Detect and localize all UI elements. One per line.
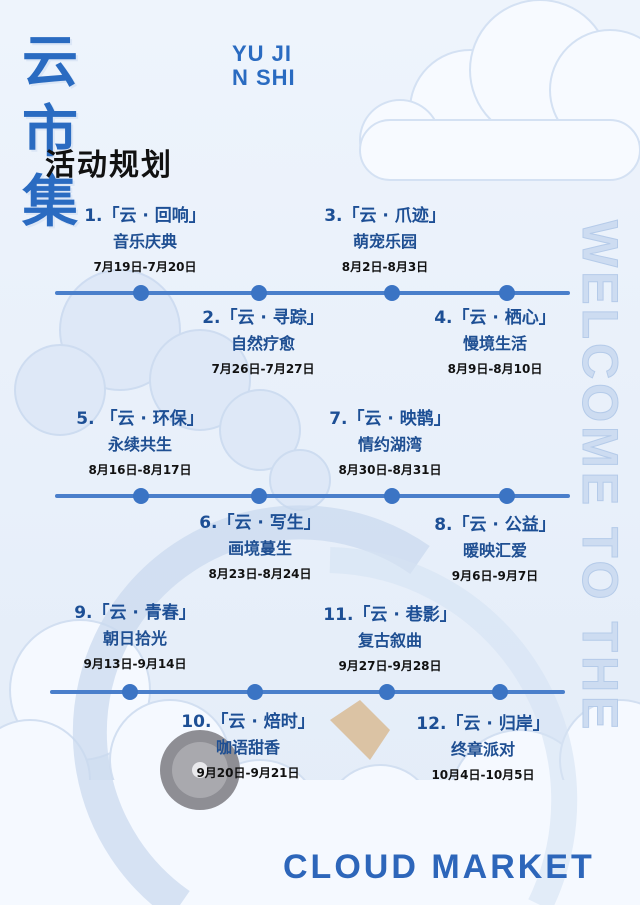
event-5: 5. 「云 · 环保」 永续共生 8月16日-8月17日: [55, 408, 225, 478]
timeline-dot: [247, 684, 263, 700]
event-theme: 慢境生活: [462, 334, 527, 353]
event-date: 9月20日-9月21日: [196, 766, 300, 780]
event-name: 11.「云 · 巷影」: [323, 605, 457, 625]
timeline-dot: [122, 684, 138, 700]
timeline-dot: [384, 488, 400, 504]
page-title: 活动规划: [45, 148, 173, 183]
event-name: 1.「云 · 回响」: [84, 206, 206, 226]
event-date: 7月26日-7月27日: [211, 362, 315, 376]
logo-title: 云市集: [22, 30, 80, 235]
event-date: 9月6日-9月7日: [451, 569, 539, 583]
event-name: 9.「云 · 青春」: [74, 603, 196, 623]
footer-title: CLOUD MARKET: [283, 848, 595, 886]
event-theme: 咖语甜香: [215, 738, 280, 757]
event-date: 8月2日-8月3日: [341, 260, 429, 274]
event-theme: 自然疗愈: [230, 334, 295, 353]
event-11: 11.「云 · 巷影」 复古叙曲 9月27日-9月28日: [305, 604, 475, 674]
event-theme: 画境蔓生: [227, 539, 292, 558]
event-7: 7.「云 · 映鹊」 情约湖湾 8月30日-8月31日: [305, 408, 475, 478]
logo-subtitle: YU JI N SHI: [232, 42, 296, 90]
event-name: 2.「云 · 寻踪」: [202, 308, 324, 328]
event-name: 12.「云 · 归岸」: [416, 714, 550, 734]
event-name: 4.「云 · 栖心」: [434, 308, 556, 328]
event-date: 9月13日-9月14日: [83, 657, 187, 671]
logo-sub-line-1: YU JI: [232, 41, 293, 66]
event-1: 1.「云 · 回响」 音乐庆典 7月19日-7月20日: [60, 205, 230, 275]
event-theme: 暖映汇爱: [462, 541, 527, 560]
event-date: 9月27日-9月28日: [338, 659, 442, 673]
timeline-dot: [499, 488, 515, 504]
timeline-dot: [379, 684, 395, 700]
timeline-dot: [251, 488, 267, 504]
event-date: 8月30日-8月31日: [338, 463, 442, 477]
side-welcome-text: WELCOME TO THE: [572, 219, 629, 734]
timeline-3: [50, 690, 565, 694]
timeline-dot: [251, 285, 267, 301]
event-name: 7.「云 · 映鹊」: [329, 409, 451, 429]
event-date: 8月23日-8月24日: [208, 567, 312, 581]
event-name: 10.「云 · 焙时」: [181, 712, 315, 732]
event-theme: 终章派对: [450, 740, 515, 759]
timeline-2: [55, 494, 570, 498]
timeline-dot: [133, 488, 149, 504]
timeline-dot: [384, 285, 400, 301]
timeline-dot: [492, 684, 508, 700]
event-date: 7月19日-7月20日: [93, 260, 197, 274]
event-name: 6.「云 · 写生」: [199, 513, 321, 533]
timeline-1: [55, 291, 570, 295]
event-name: 5. 「云 · 环保」: [76, 409, 204, 429]
event-date: 10月4日-10月5日: [431, 768, 535, 782]
event-3: 3.「云 · 爪迹」 萌宠乐园 8月2日-8月3日: [300, 205, 470, 275]
event-date: 8月9日-8月10日: [447, 362, 543, 376]
event-date: 8月16日-8月17日: [88, 463, 192, 477]
event-9: 9.「云 · 青春」 朝日拾光 9月13日-9月14日: [50, 602, 220, 672]
event-6: 6.「云 · 写生」 画境蔓生 8月23日-8月24日: [175, 512, 345, 582]
event-theme: 永续共生: [107, 435, 172, 454]
event-theme: 音乐庆典: [112, 232, 177, 251]
event-theme: 朝日拾光: [102, 629, 167, 648]
event-4: 4.「云 · 栖心」 慢境生活 8月9日-8月10日: [410, 307, 580, 377]
event-2: 2.「云 · 寻踪」 自然疗愈 7月26日-7月27日: [178, 307, 348, 377]
timeline-dot: [133, 285, 149, 301]
event-name: 3.「云 · 爪迹」: [324, 206, 446, 226]
event-12: 12.「云 · 归岸」 终章派对 10月4日-10月5日: [398, 713, 568, 783]
event-theme: 情约湖湾: [357, 435, 422, 454]
event-theme: 复古叙曲: [357, 631, 422, 650]
event-theme: 萌宠乐园: [352, 232, 417, 251]
event-8: 8.「云 · 公益」 暖映汇爱 9月6日-9月7日: [410, 514, 580, 584]
event-10: 10.「云 · 焙时」 咖语甜香 9月20日-9月21日: [163, 711, 333, 781]
logo-sub-line-2: N SHI: [232, 65, 296, 90]
event-name: 8.「云 · 公益」: [434, 515, 556, 535]
timeline-dot: [499, 285, 515, 301]
